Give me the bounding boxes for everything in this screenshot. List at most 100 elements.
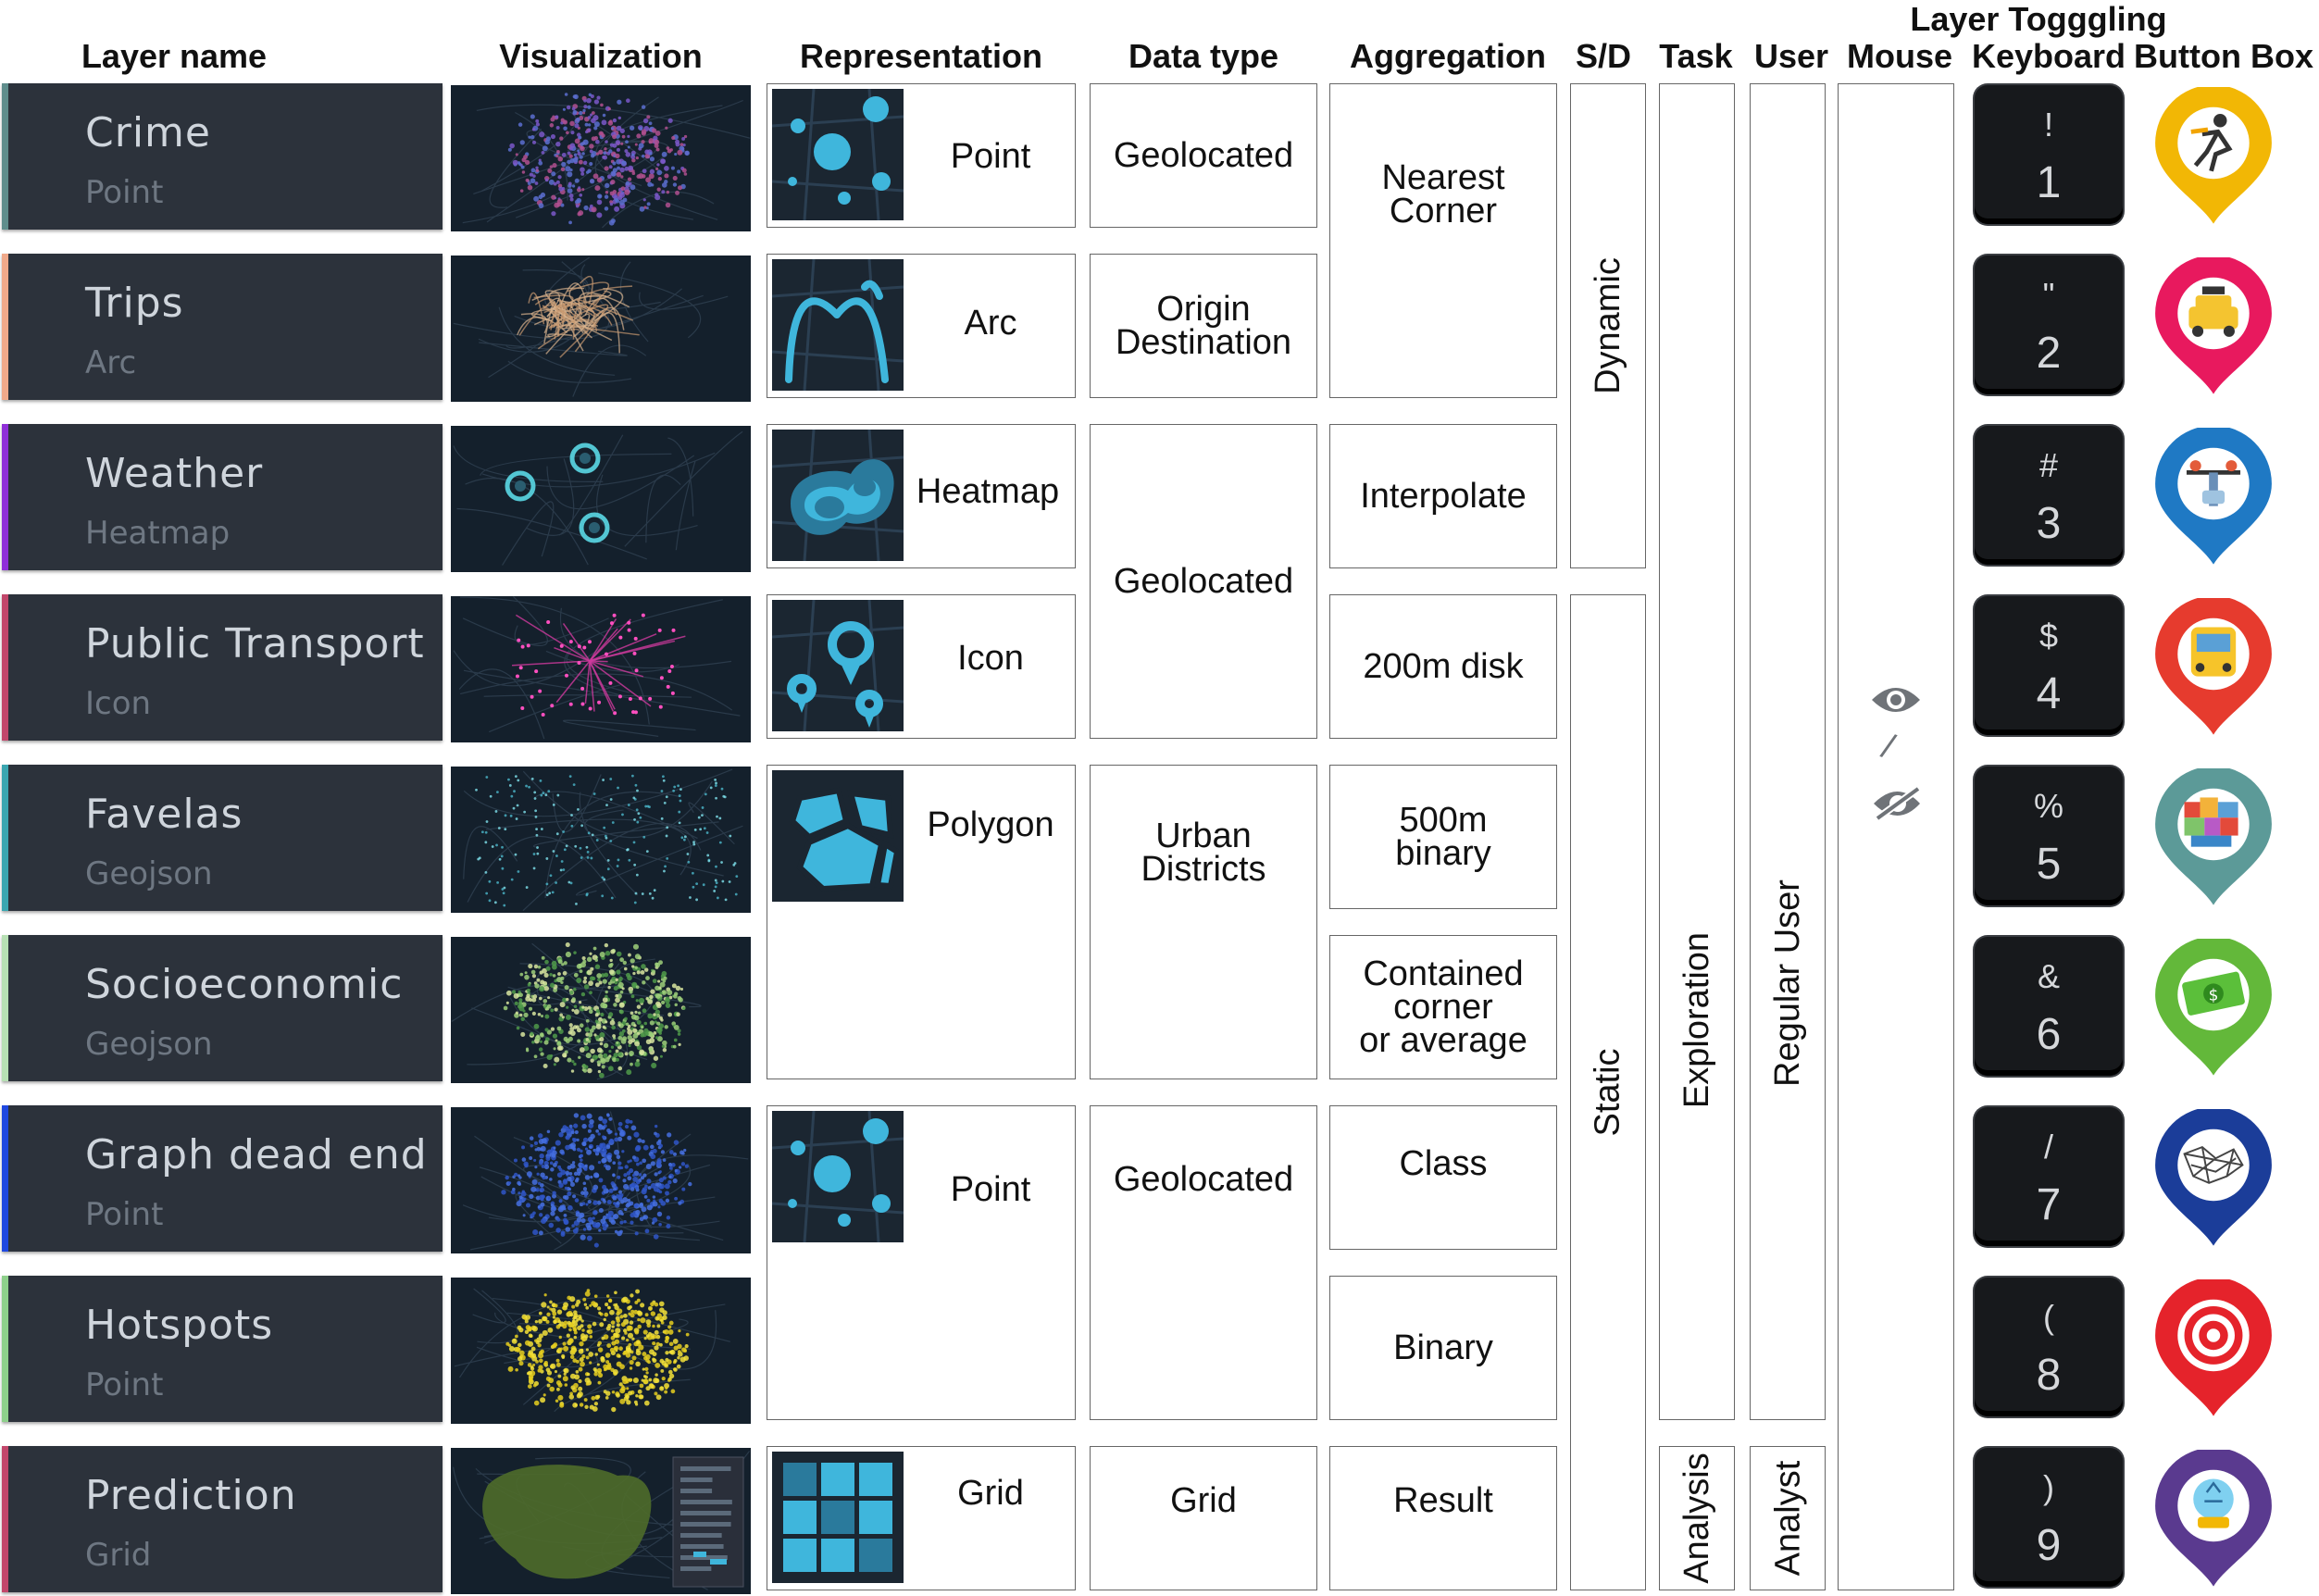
layer-accent	[2, 424, 8, 570]
keyboard-key-7[interactable]: / 7	[1975, 1107, 2123, 1246]
svg-text:$: $	[2209, 986, 2219, 1004]
layer-subtype: Grid	[85, 1537, 152, 1574]
layer-card[interactable]: Prediction Grid	[2, 1446, 443, 1592]
layer-card[interactable]: Weather Heatmap	[2, 424, 443, 570]
key-symbol: (	[2043, 1298, 2054, 1336]
key-number: 7	[2036, 1180, 2062, 1229]
button-box-pin-3[interactable]	[2146, 428, 2281, 567]
key-number: 2	[2036, 329, 2062, 378]
layer-card[interactable]: Socioeconomic Geojson	[2, 935, 443, 1081]
data-type-cell: Geolocated	[1090, 424, 1317, 739]
header-layer-toggling: Layer Togggling	[1910, 0, 2167, 38]
layer-card[interactable]: Crime Point	[2, 83, 443, 230]
layer-accent	[2, 765, 8, 911]
button-box-pin-6[interactable]: $	[2146, 939, 2281, 1078]
layer-subtype: Point	[85, 174, 164, 211]
key-number: 3	[2036, 499, 2062, 548]
keyboard-key-4[interactable]: $ 4	[1975, 596, 2123, 735]
header-keyboard: Keyboard	[1971, 37, 2126, 75]
aggregation-cell: Interpolate	[1329, 424, 1557, 568]
layer-name: Graph dead end	[85, 1131, 428, 1178]
data-type-cell: Geolocated	[1090, 83, 1317, 228]
marker-icon	[772, 600, 904, 731]
layer-subtype: Geojson	[85, 855, 213, 892]
beige-arcs-thumbnail	[451, 256, 751, 402]
data-type-cell: Grid	[1090, 1446, 1317, 1590]
layer-accent	[2, 254, 8, 400]
button-box-pin-4[interactable]	[2146, 598, 2281, 737]
layer-card[interactable]: Favelas Geojson	[2, 765, 443, 911]
representation-label: Point	[950, 1170, 1031, 1209]
layer-name: Crime	[85, 109, 211, 156]
taxi-icon	[2177, 277, 2250, 350]
layer-name: Public Transport	[85, 620, 425, 667]
data-type-cell: Urban Districts	[1090, 765, 1317, 1079]
task-analysis-cell: Analysis	[1659, 1446, 1735, 1590]
layer-name: Trips	[85, 280, 184, 327]
layer-accent	[2, 1446, 8, 1592]
street-graph-icon	[2177, 1128, 2250, 1202]
favela-icon	[2177, 788, 2250, 861]
key-number: 6	[2036, 1010, 2062, 1059]
aggregation-cell: 500m binary	[1329, 765, 1557, 909]
keyboard-key-6[interactable]: & 6	[1975, 937, 2123, 1076]
arc-icon	[772, 259, 904, 391]
key-number: 4	[2036, 669, 2062, 718]
layer-card[interactable]: Public Transport Icon	[2, 594, 443, 741]
olive-grid-thumbnail	[451, 1448, 751, 1594]
keyboard-key-8[interactable]: ( 8	[1975, 1278, 2123, 1416]
magenta-network-thumbnail	[451, 596, 751, 742]
layer-subtype: Geojson	[85, 1026, 213, 1063]
header-button-box: Button Box	[2134, 37, 2313, 75]
layer-subtype: Point	[85, 1366, 164, 1403]
eye-icon[interactable]	[1870, 683, 1922, 717]
user-regular-cell: Regular User	[1750, 83, 1826, 1420]
button-box-pin-2[interactable]	[2146, 257, 2281, 396]
representation-label: Icon	[957, 639, 1024, 678]
layer-subtype: Point	[85, 1196, 164, 1233]
layer-name: Hotspots	[85, 1302, 274, 1349]
header-mouse: Mouse	[1846, 37, 1952, 75]
layer-accent	[2, 935, 8, 1081]
blue-map-thumbnail	[451, 1107, 751, 1253]
button-box-pin-9[interactable]	[2146, 1450, 2281, 1589]
representation-label: Polygon	[927, 805, 1054, 844]
keyboard-key-3[interactable]: # 3	[1975, 426, 2123, 565]
eye-slash-icon[interactable]	[1870, 785, 1924, 822]
key-symbol: %	[2033, 787, 2063, 825]
green-map-thumbnail	[451, 937, 751, 1083]
header-user: User	[1753, 37, 1829, 75]
aggregation-cell: Nearest Corner	[1329, 83, 1557, 398]
header-task: Task	[1659, 37, 1733, 75]
weather-station-icon	[2177, 447, 2250, 520]
button-box-pin-5[interactable]	[2146, 768, 2281, 907]
key-symbol: #	[2038, 446, 2059, 484]
crystal-ball-icon	[2177, 1469, 2250, 1542]
keyboard-key-2[interactable]: " 2	[1975, 256, 2123, 394]
aggregation-cell: Class	[1329, 1105, 1557, 1250]
cyan-heat-thumbnail	[451, 426, 751, 572]
sd-dynamic-cell: Dynamic	[1570, 83, 1646, 568]
keyboard-key-1[interactable]: ! 1	[1975, 85, 2123, 224]
button-box-pin-8[interactable]	[2146, 1279, 2281, 1418]
layer-card[interactable]: Graph dead end Point	[2, 1105, 443, 1252]
layer-subtype: Heatmap	[85, 515, 231, 552]
layer-name: Socioeconomic	[85, 961, 404, 1008]
layer-subtype: Icon	[85, 685, 152, 722]
layer-name: Prediction	[85, 1472, 297, 1519]
keyboard-key-5[interactable]: % 5	[1975, 767, 2123, 905]
representation-label: Grid	[957, 1474, 1024, 1513]
target-icon	[2177, 1299, 2250, 1372]
header-aggregation: Aggregation	[1350, 37, 1546, 75]
layer-card[interactable]: Hotspots Point	[2, 1276, 443, 1422]
layer-subtype: Arc	[85, 344, 137, 381]
layer-card[interactable]: Trips Arc	[2, 254, 443, 400]
aggregation-cell: Binary	[1329, 1276, 1557, 1420]
button-box-pin-1[interactable]	[2146, 87, 2281, 226]
keyboard-key-9[interactable]: ) 9	[1975, 1448, 2123, 1587]
mouse-toggle-cell	[1838, 83, 1954, 1590]
layer-accent	[2, 1276, 8, 1422]
layer-accent	[2, 83, 8, 230]
button-box-pin-7[interactable]	[2146, 1109, 2281, 1248]
